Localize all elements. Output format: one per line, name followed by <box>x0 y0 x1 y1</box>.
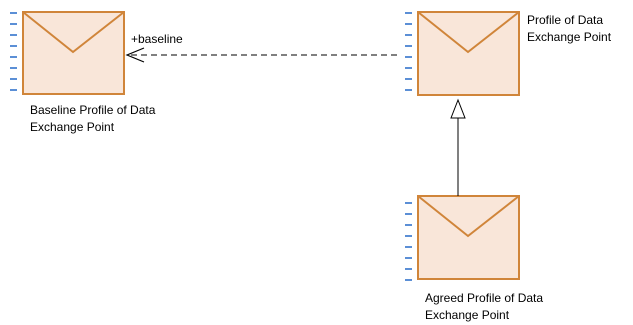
edge-baseline-association[interactable]: +baseline <box>125 32 397 63</box>
label-line-1: Agreed Profile of Data <box>425 291 544 305</box>
node-baseline-profile[interactable] <box>10 11 125 95</box>
port-marks <box>10 12 17 91</box>
port-marks <box>405 12 412 91</box>
label-line-2: Exchange Point <box>30 120 115 134</box>
hollow-triangle-arrowhead <box>450 98 466 119</box>
edge-role-label: +baseline <box>131 32 183 46</box>
label-profile: Profile of Data Exchange Point <box>527 12 611 46</box>
label-line-2: Exchange Point <box>425 308 510 322</box>
envelope-icon <box>417 195 520 238</box>
label-line-1: Profile of Data <box>527 13 604 27</box>
port-marks <box>405 202 412 281</box>
node-agreed-profile[interactable] <box>405 195 520 281</box>
label-baseline-profile: Baseline Profile of Data Exchange Point <box>30 102 155 136</box>
open-arrowhead <box>125 47 145 63</box>
envelope-icon <box>417 11 520 54</box>
label-agreed-profile: Agreed Profile of Data Exchange Point <box>425 290 543 324</box>
envelope-icon <box>22 11 125 54</box>
label-line-1: Baseline Profile of Data <box>30 103 156 117</box>
edge-generalization[interactable] <box>450 98 466 196</box>
label-line-2: Exchange Point <box>527 30 612 44</box>
node-profile[interactable] <box>405 11 520 96</box>
